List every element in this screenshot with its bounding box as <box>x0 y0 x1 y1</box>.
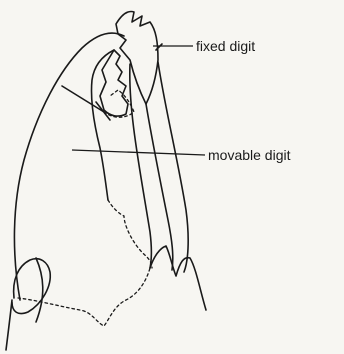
fixed-digit <box>116 12 158 105</box>
movable-digit-label: movable digit <box>208 148 291 162</box>
outer-right-edge <box>158 62 188 272</box>
membrane-dotted-upper <box>108 200 152 268</box>
left-basal-lobe-inner <box>36 258 43 322</box>
movable-digit-leader <box>72 150 205 155</box>
lower-left-contour <box>6 300 12 350</box>
fixed-digit-label: fixed digit <box>196 39 255 53</box>
right-basal-contour <box>150 246 206 310</box>
fixed-digit-inner <box>146 104 173 270</box>
movable-digit-tip <box>100 50 128 116</box>
inner-shaft-line <box>130 64 152 268</box>
seta <box>62 86 104 112</box>
